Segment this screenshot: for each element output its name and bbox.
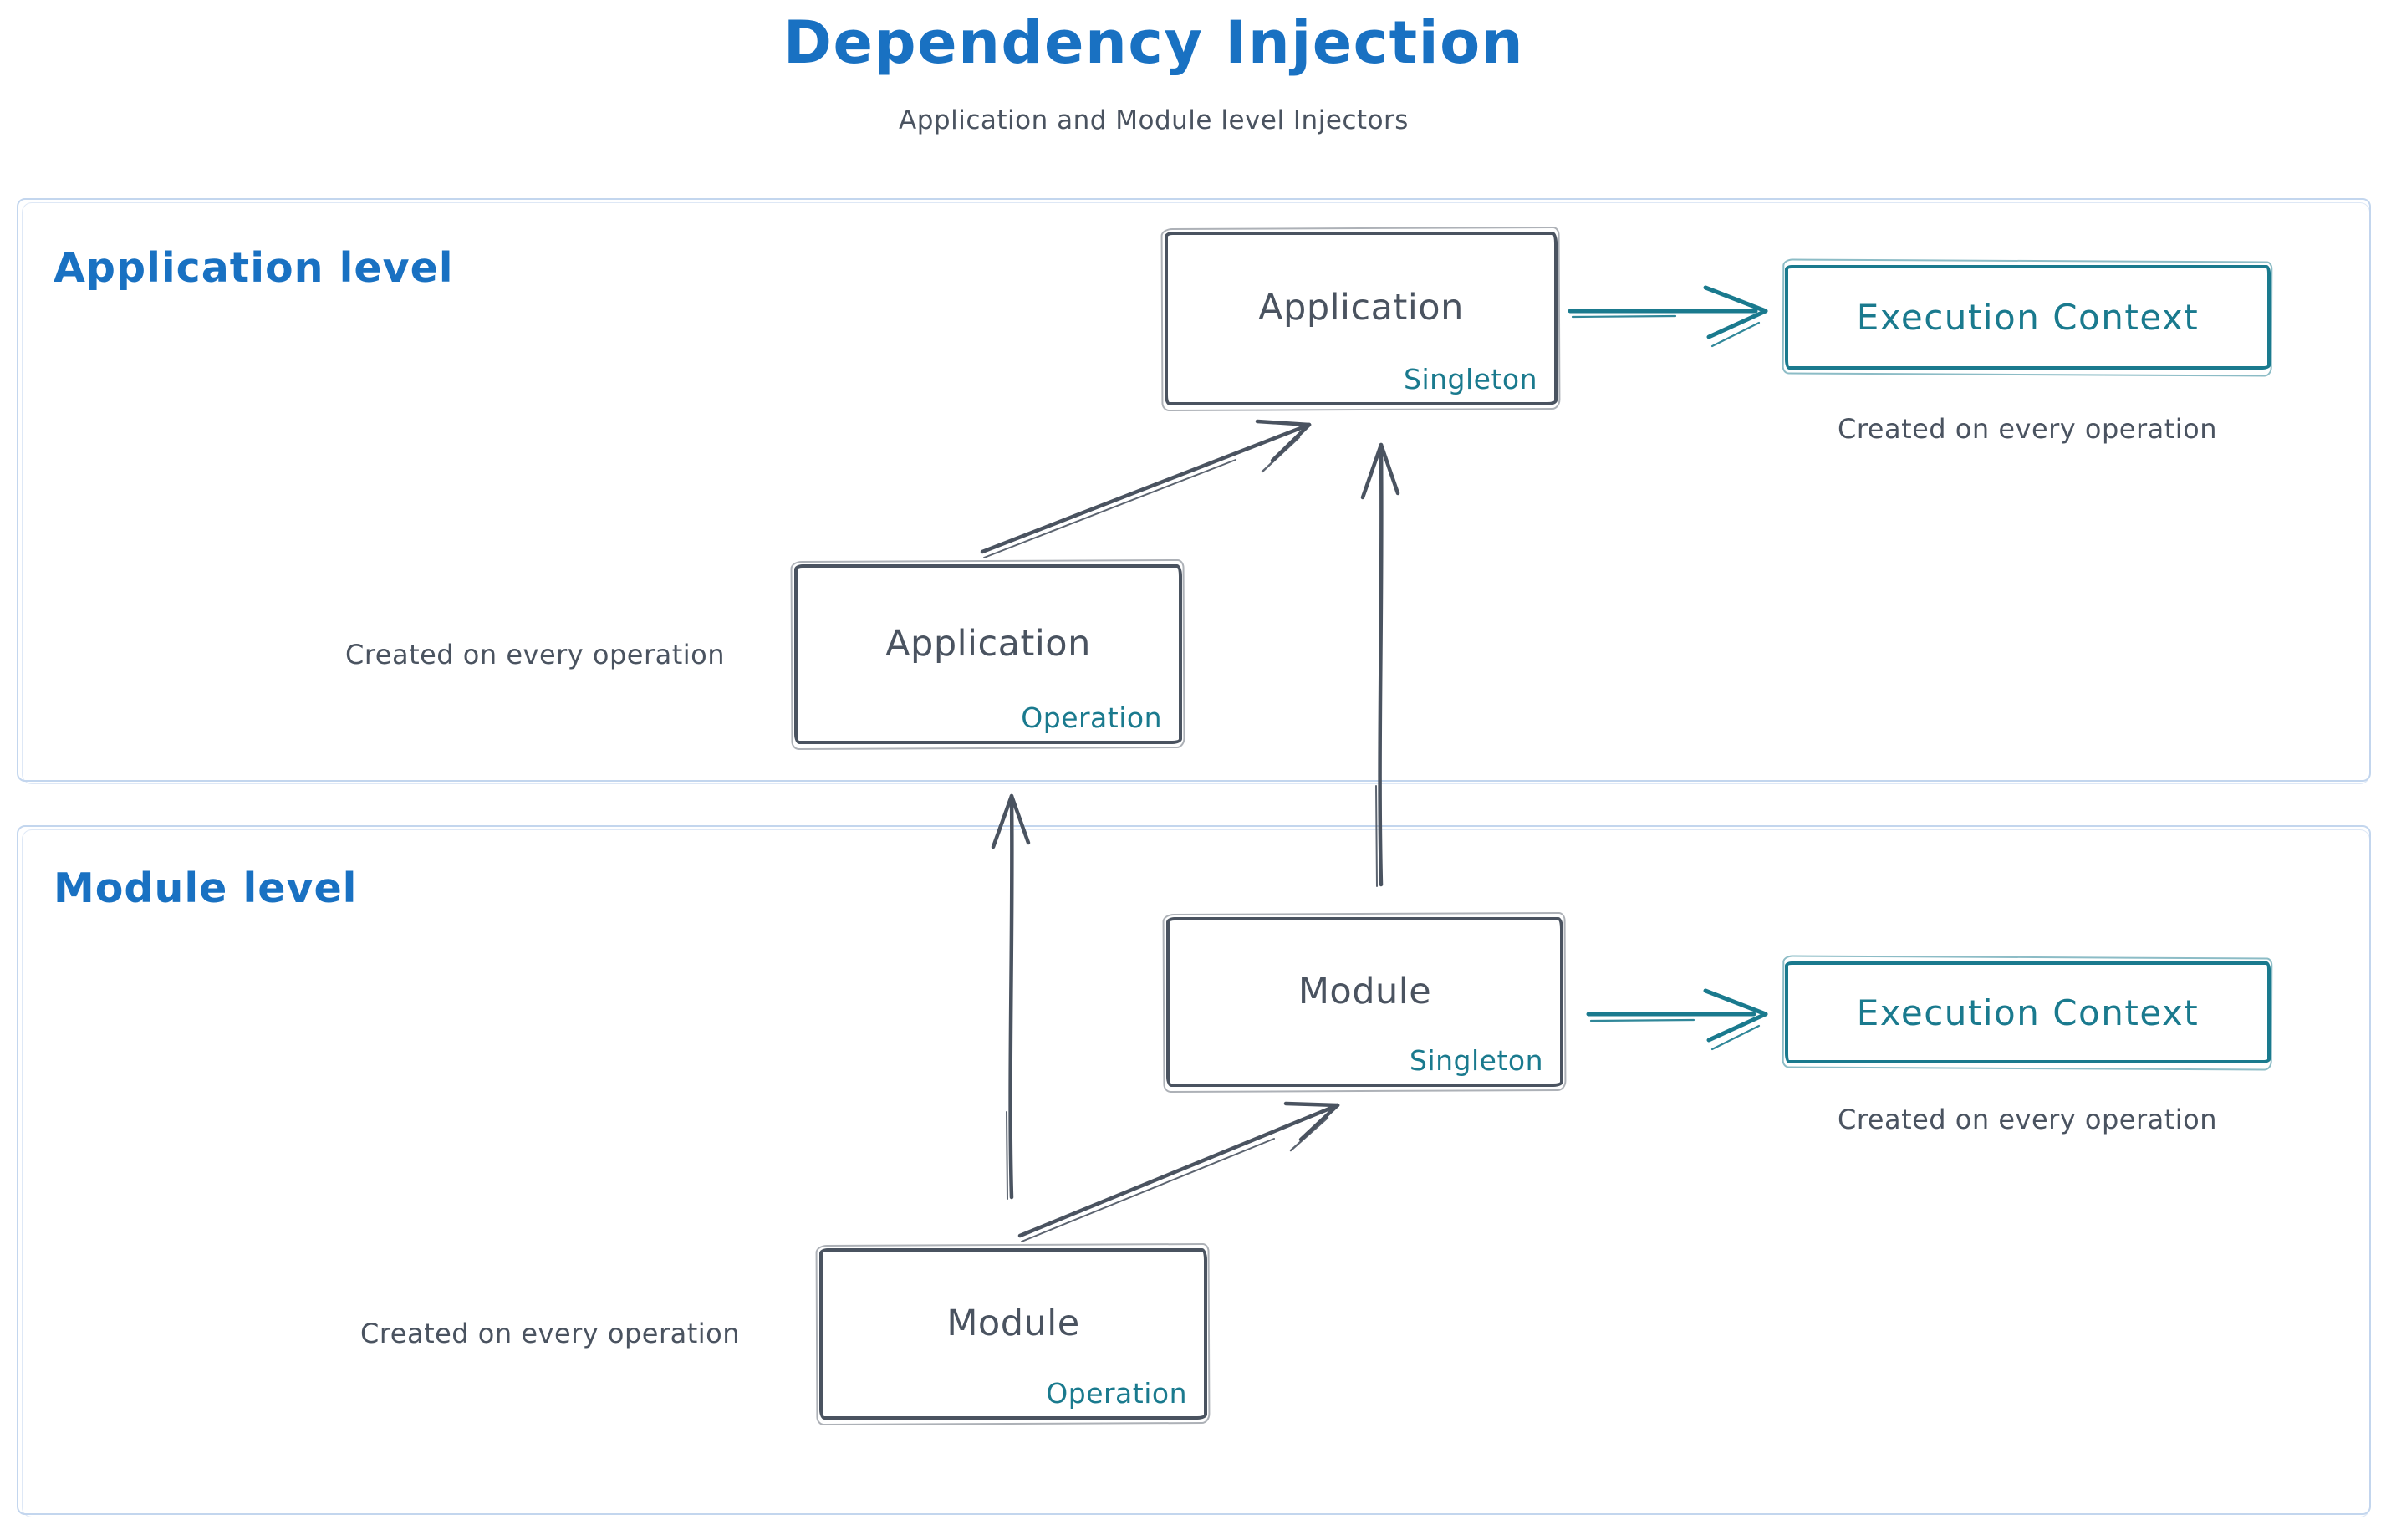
application-operation-caption: Created on every operation (344, 639, 726, 671)
diagram-title: Dependency Injection (783, 8, 1525, 77)
module-level-label: Module level (54, 864, 358, 912)
node-title: Module (1298, 970, 1432, 1012)
module-operation-box: Module Operation (819, 1248, 1207, 1420)
application-operation-box: Application Operation (794, 564, 1182, 744)
application-level-label: Application level (54, 244, 454, 292)
execution-context-title: Execution Context (1856, 297, 2200, 338)
node-badge: Operation (1021, 701, 1162, 734)
node-title: Application (1258, 287, 1464, 329)
module-execution-context-box: Execution Context (1785, 961, 2271, 1063)
node-badge: Singleton (1404, 363, 1537, 395)
node-badge: Singleton (1410, 1044, 1543, 1077)
diagram-subtitle: Application and Module level Injectors (899, 105, 1409, 135)
module-execution-context-caption: Created on every operation (1837, 1104, 2218, 1135)
node-title: Application (885, 622, 1091, 665)
application-execution-context-caption: Created on every operation (1837, 413, 2218, 445)
application-execution-context-box: Execution Context (1785, 265, 2271, 370)
application-singleton-box: Application Singleton (1165, 232, 1558, 405)
module-singleton-box: Module Singleton (1166, 917, 1563, 1087)
node-title: Module (946, 1302, 1080, 1344)
node-badge: Operation (1046, 1377, 1187, 1410)
module-operation-caption: Created on every operation (359, 1318, 741, 1349)
execution-context-title: Execution Context (1856, 992, 2200, 1033)
